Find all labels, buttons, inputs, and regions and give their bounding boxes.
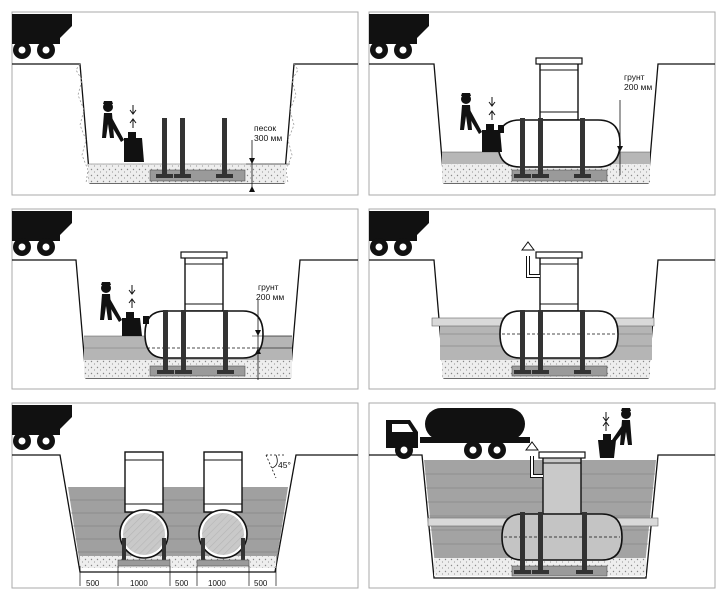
soil-label: грунт: [624, 72, 645, 82]
dimension-3: 500: [175, 579, 189, 588]
truck-icon: [12, 211, 72, 256]
worker-compactor-icon: [100, 282, 142, 336]
panel-6-final-backfill: [368, 402, 716, 589]
truck-icon: [369, 211, 429, 256]
dimension-1: 500: [86, 579, 100, 588]
vibration-arrows-icon: [129, 105, 137, 128]
dimension-5: 500: [254, 579, 268, 588]
soil-label: грунт: [258, 282, 279, 292]
soil-depth-label: 200 мм: [256, 292, 284, 302]
truck-icon: [12, 14, 72, 59]
panel-4-pipe-connection: [368, 208, 716, 390]
truck-icon: [369, 14, 429, 59]
worker-compactor-icon: [460, 93, 502, 152]
septic-tank-right: [196, 451, 250, 567]
vibration-arrows-icon: [602, 412, 610, 431]
septic-tank: [497, 57, 621, 178]
truck-icon: [12, 405, 72, 450]
worker-compactor-icon: [102, 101, 144, 162]
vibration-arrows-icon: [488, 97, 496, 120]
septic-tank-left: [117, 451, 171, 567]
septic-tank: [143, 251, 264, 374]
panel-1-sand-bed: песок 300 мм: [11, 11, 359, 196]
tanker-truck-icon: [386, 408, 530, 459]
panel-2-tank-placed: грунт 200 мм: [368, 11, 716, 196]
angle-label: 45°: [278, 460, 291, 470]
septic-tank: [501, 441, 623, 574]
panel-5-two-tanks-dimensions: 45° 500 1000 500 1000 500: [11, 402, 359, 589]
worker-compactor-icon: [598, 408, 632, 458]
panel-3-layer-backfill: грунт 200 мм: [11, 208, 359, 390]
soil-depth-label: 200 мм: [624, 82, 652, 92]
septic-tank: [499, 241, 619, 374]
vibration-arrows-icon: [128, 285, 136, 308]
sand-label: песок: [254, 123, 276, 133]
dimension-4: 1000: [208, 579, 226, 588]
sand-depth-label: 300 мм: [254, 133, 282, 143]
dimension-2: 1000: [130, 579, 148, 588]
